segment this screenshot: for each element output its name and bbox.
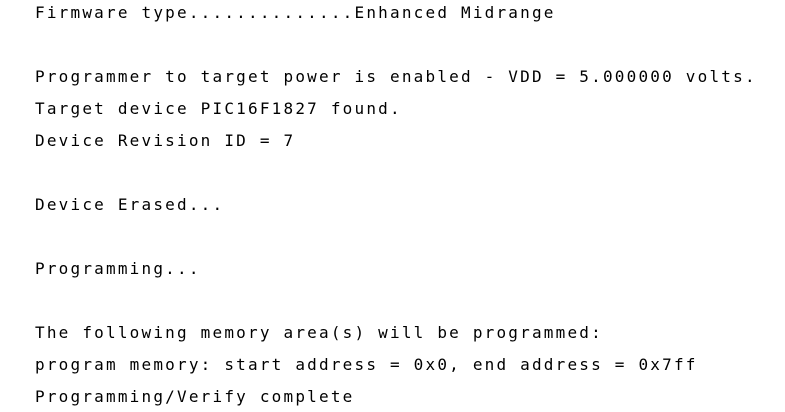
output-console: Firmware type..............Enhanced Midr… — [35, 0, 775, 412]
output-line-memory-areas: The following memory area(s) will be pro… — [35, 323, 603, 342]
output-line-power: Programmer to target power is enabled - … — [35, 67, 757, 86]
output-line-complete: Programming/Verify complete — [35, 387, 355, 406]
output-line-programming: Programming... — [35, 259, 201, 278]
output-line-erased: Device Erased... — [35, 195, 225, 214]
output-line-firmware-type: Firmware type..............Enhanced Midr… — [35, 3, 556, 22]
output-line-program-memory: program memory: start address = 0x0, end… — [35, 355, 698, 374]
output-line-device-found: Target device PIC16F1827 found. — [35, 99, 402, 118]
output-line-revision-id: Device Revision ID = 7 — [35, 131, 296, 150]
